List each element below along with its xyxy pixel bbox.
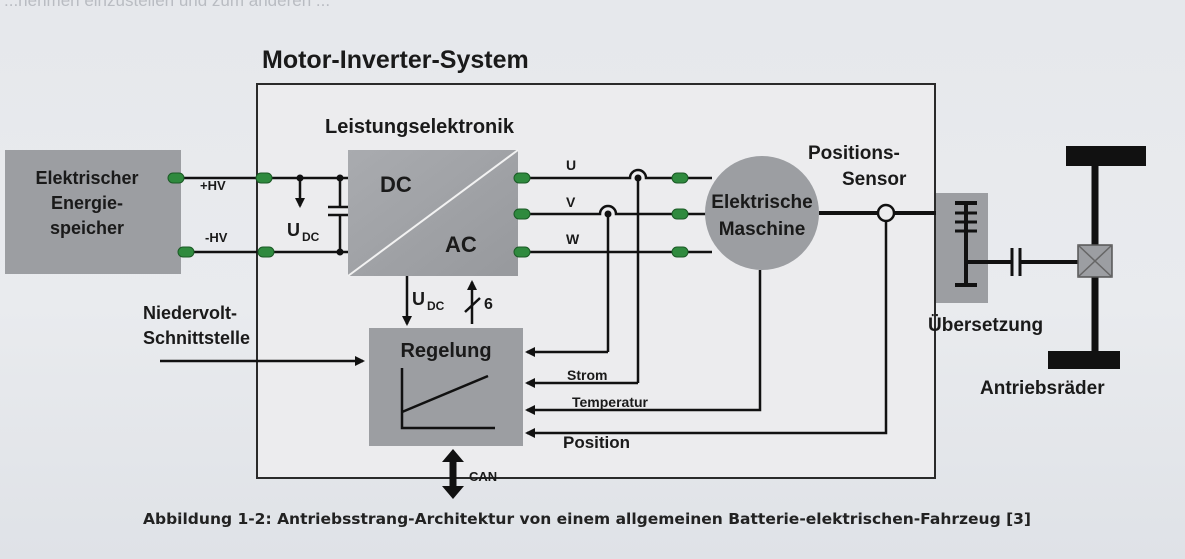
udc-label-left: U: [287, 220, 300, 240]
regelung-graph-axes: [400, 368, 495, 430]
energy-storage-label-3: speicher: [50, 218, 124, 238]
regelung-graph-line: [401, 374, 489, 414]
antriebsraeder-label: Antriebsräder: [980, 378, 1105, 399]
phase-u-connector-right: [671, 172, 689, 184]
temperatur-label: Temperatur: [572, 394, 649, 410]
leistungselektronik-label: Leistungselektronik: [325, 116, 515, 138]
machine-label-2: Maschine: [719, 219, 806, 240]
wheel-bottom: [1048, 351, 1120, 369]
udc-sub-lower: DC: [427, 299, 445, 313]
ac-label: AC: [445, 232, 477, 257]
wheel-top: [1066, 146, 1146, 166]
regelung-label: Regelung: [400, 340, 491, 362]
machine-label-1: Elektrische: [711, 192, 812, 213]
energy-storage-label-1: Elektrischer: [35, 168, 138, 188]
phase-v-label: V: [566, 194, 576, 210]
energy-storage-label-2: Energie-: [51, 193, 123, 213]
diagram-title: Motor-Inverter-System: [262, 46, 529, 74]
plus-hv-label: +HV: [200, 178, 226, 193]
phase-v-connector-right: [671, 208, 689, 220]
can-label: CAN: [469, 469, 497, 484]
dc-label: DC: [380, 172, 412, 197]
niedervolt-label-1: Niedervolt-: [143, 303, 237, 323]
niedervolt-label-2: Schnittstelle: [143, 328, 250, 348]
minus-hv-label: -HV: [205, 230, 228, 245]
udc-sub-left: DC: [302, 230, 320, 244]
cropped-top-text: ...nehmen einzustellen und zum anderen .…: [4, 0, 330, 10]
udc-label-lower: U: [412, 289, 425, 309]
uebersetzung-label: Übersetzung: [928, 315, 1043, 336]
figure-caption: Abbildung 1-2: Antriebsstrang-Architektu…: [143, 510, 1031, 528]
phase-w-connector-right: [671, 246, 689, 258]
hv-plus-connector-left: [167, 172, 185, 184]
energy-storage-block: [5, 150, 181, 274]
strom-label: Strom: [567, 367, 607, 383]
sensor-label-1: Positions-: [808, 143, 900, 164]
electric-machine: [705, 156, 819, 270]
hv-minus-connector-left: [177, 246, 195, 258]
phase-w-connector-left: [513, 246, 531, 258]
hv-plus-connector-right: [255, 172, 273, 184]
six-label: 6: [484, 296, 493, 313]
phase-u-connector-left: [513, 172, 531, 184]
hv-minus-connector-right: [257, 246, 275, 258]
position-sensor-symbol: [876, 203, 896, 223]
phase-u-label: U: [566, 157, 576, 173]
phase-v-connector-left: [513, 208, 531, 220]
position-label: Position: [563, 433, 630, 452]
sensor-label-2: Sensor: [842, 169, 907, 190]
regelung-block: [369, 328, 523, 446]
phase-w-label: W: [566, 231, 580, 247]
